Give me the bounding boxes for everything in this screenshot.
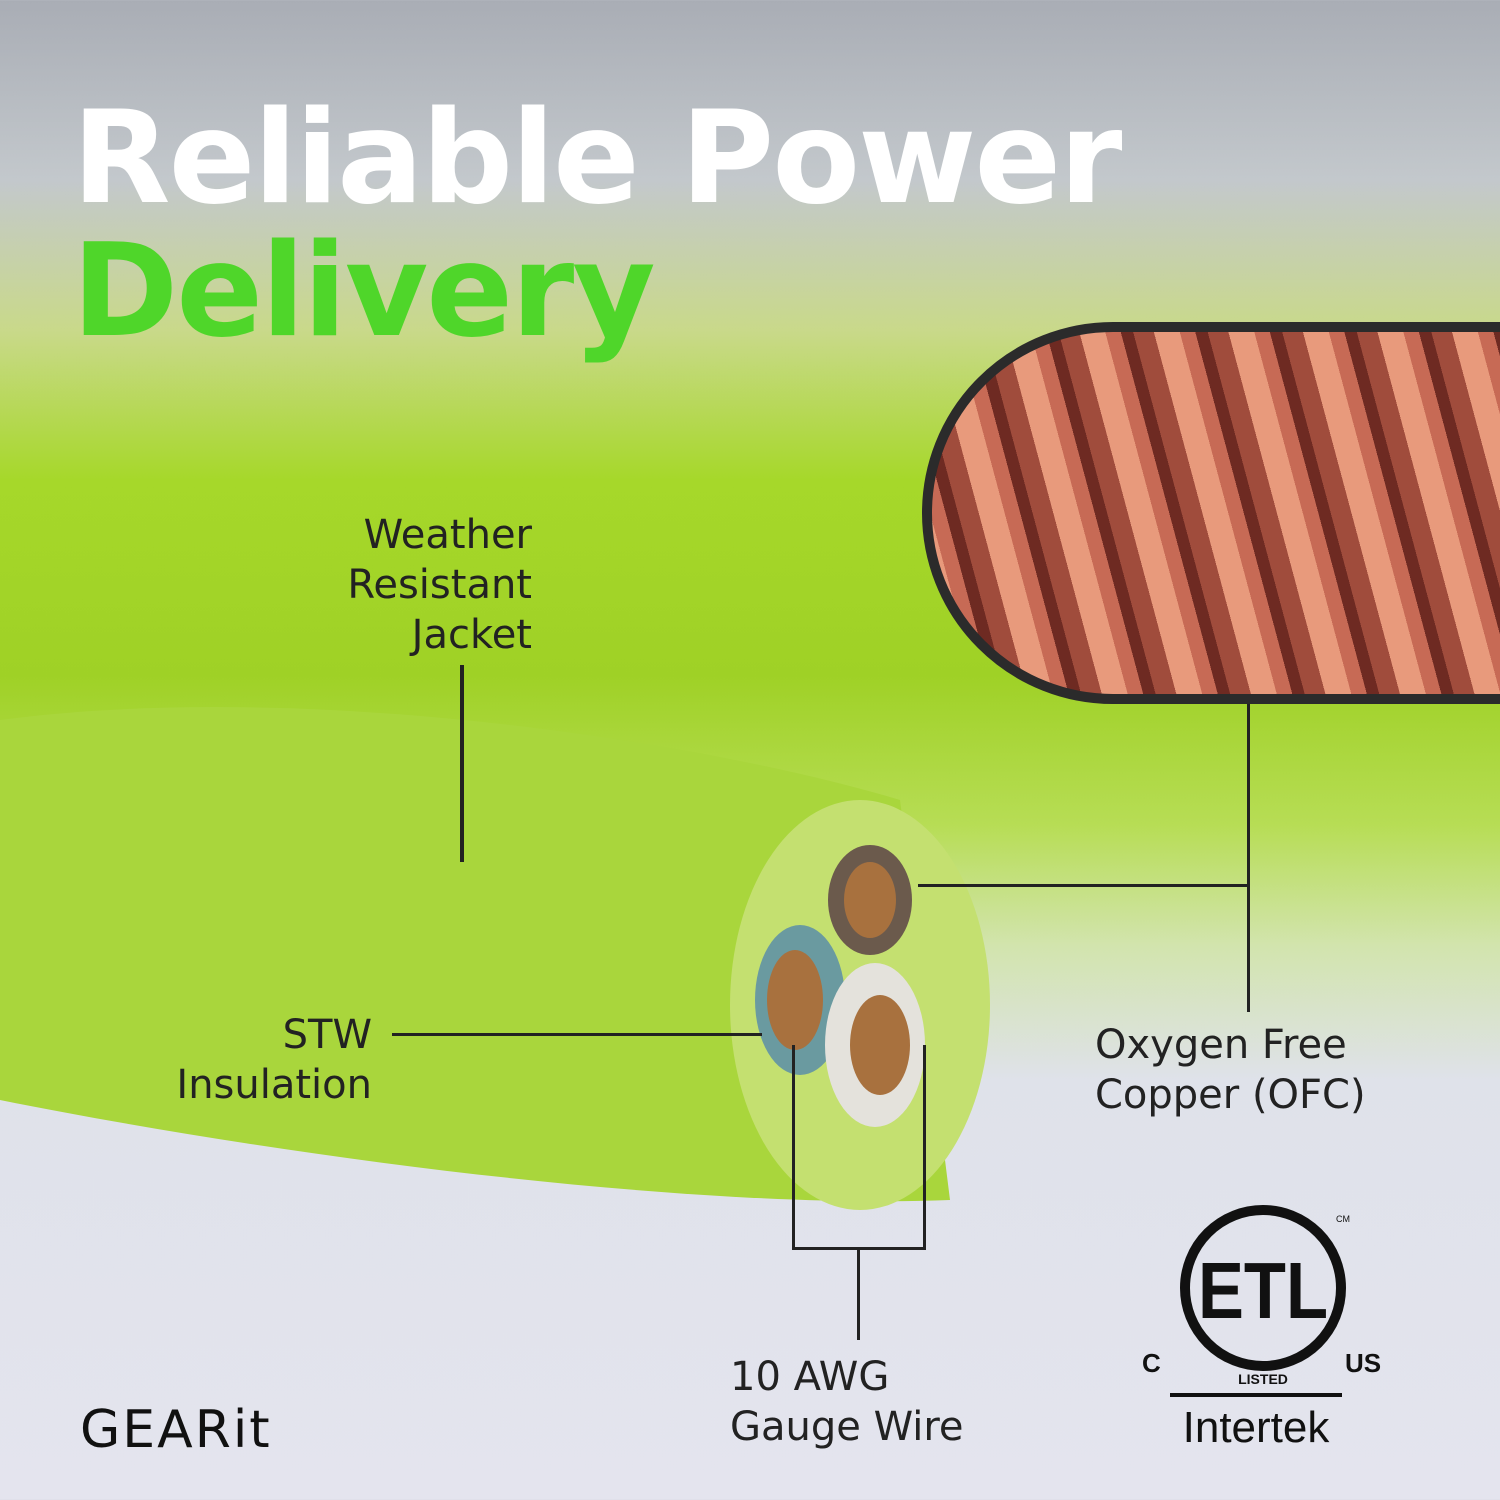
copper-strands-closeup xyxy=(922,322,1500,704)
etl-text: ETL xyxy=(1198,1246,1328,1335)
text: Gauge Wire xyxy=(730,1404,964,1450)
jacket-label: Weather Resistant Jacket xyxy=(347,510,532,660)
headline-line-2: Delivery xyxy=(72,217,656,366)
headline-line-1: Reliable Power xyxy=(72,84,1122,233)
text: Weather xyxy=(363,512,532,558)
copper-core xyxy=(767,950,823,1050)
etl-ring xyxy=(1180,1205,1346,1371)
intertek-text: Intertek xyxy=(1183,1403,1331,1452)
copper-core xyxy=(844,862,896,938)
insulation-label: STW Insulation xyxy=(176,1010,372,1110)
cable-body xyxy=(0,707,950,1202)
text: Oxygen Free xyxy=(1095,1022,1347,1068)
listed-text: LISTED xyxy=(1238,1371,1288,1387)
text: Copper (OFC) xyxy=(1095,1072,1366,1118)
insulation-leader-line xyxy=(392,1033,762,1036)
copper-label: Oxygen Free Copper (OFC) xyxy=(1095,1020,1366,1120)
divider xyxy=(1170,1393,1342,1397)
text: 10 AWG xyxy=(730,1354,890,1400)
text: STW xyxy=(282,1012,372,1058)
etl-certification-mark: ETL CM C US LISTED Intertek xyxy=(1142,1205,1381,1452)
gearit-logo: GEARit xyxy=(80,1400,272,1460)
text: Jacket xyxy=(411,612,532,658)
text: Insulation xyxy=(176,1062,372,1108)
gauge-label: 10 AWG Gauge Wire xyxy=(730,1352,964,1452)
copper-core xyxy=(850,995,910,1095)
gauge-leader-line xyxy=(857,1248,860,1340)
text: Resistant xyxy=(347,562,532,608)
cm-text: CM xyxy=(1336,1214,1350,1224)
copper-leader-line xyxy=(1247,704,1250,1012)
us-text: US xyxy=(1345,1348,1381,1378)
c-text: C xyxy=(1142,1348,1161,1378)
gauge-bracket xyxy=(792,1045,926,1250)
copper-leader-horizontal xyxy=(918,884,1248,887)
jacket-leader-line xyxy=(460,665,464,862)
